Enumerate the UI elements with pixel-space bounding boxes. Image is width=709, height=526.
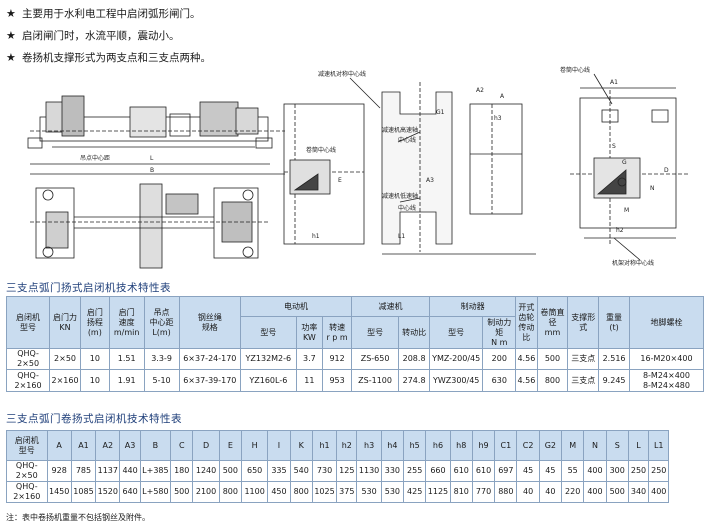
label-N: N [650,185,655,192]
th-rope: 钢丝绳 规格 [178,296,242,349]
th-brake: 制动器 [428,296,517,317]
th-reducer-ratio: 转动比 [398,316,430,349]
label-lift-center: 吊点中心距 [80,154,110,162]
th-support: 支撑形 式 [567,296,600,349]
label-L: L [150,155,154,162]
label-B: B [150,167,154,174]
label-G: G [622,159,627,166]
th-reducer-model: 型号 [350,316,400,349]
th-brake-torque: 制动力 矩 N m [482,316,517,349]
th-center: 吊点 中心距 L(m) [143,296,180,349]
th-reducer: 减速机 [350,296,430,317]
label-E: E [338,177,342,184]
label-A3: A3 [426,177,434,184]
th-motor: 电动机 [240,296,352,317]
th-bolt: 地脚螺栓 [628,296,705,349]
label-h2: h2 [616,227,624,234]
label-A1: A1 [610,79,618,86]
th-force: 启门力 KN [49,296,81,349]
label-reducer-sym: 减速机对称中心线 [318,70,366,78]
th-motor-model: 型号 [240,316,297,349]
table-row: QHQ-2×160 2×160 10 1.91 5-10 6×37-39-170… [5,369,705,392]
label-S: S [612,143,616,150]
technical-drawings: 吊点中心距 L B 减速机对称中心线 减速机高速轴 中心线 卷筒中心线 减速机低… [27,66,690,269]
label-drum-center-left: 卷筒中心线 [306,146,336,154]
th-speed: 启门 速度 m/min [108,296,145,349]
label-frame-sym: 机架对称中心线 [612,259,654,267]
table1-title: 三支点弧门扬式启闭机技术特性表 [6,282,171,294]
label-D: D [664,167,669,174]
label-center-line-2: 中心线 [398,204,416,212]
th-gear-ratio: 开式 齿轮 传动 比 [515,296,538,349]
table2-title: 三支点弧门卷扬式启闭机技术特性表 [6,413,182,425]
th-model: 启闭机 型号 [5,296,51,349]
footnote: 注：表中卷扬机重量不包括钢丝及附件。 [6,513,150,522]
th-motor-rpm: 转速 r p m [322,316,352,349]
label-h3: h3 [494,115,502,122]
label-L1: L1 [398,233,405,240]
label-center-line-1: 中心线 [398,136,416,144]
bullet-list: ★主要用于水利电工程中启闭弧形闸门。 ★启闭闸门时，水流平顺，震动小。 ★卷扬机… [6,3,211,69]
bullet-item: ★主要用于水利电工程中启闭弧形闸门。 [6,7,201,20]
table-row: QHQ-2×50 2×50 10 1.51 3.3-9 6×37-24-170 … [5,348,705,370]
label-A2: A2 [476,87,484,94]
label-G1: G1 [436,109,445,116]
label-h1: h1 [312,233,320,240]
th-brake-model: 型号 [428,316,484,349]
label-drum-center-right: 卷筒中心线 [560,66,590,74]
bullet-item: ★启闭闸门时，水流平顺，震动小。 [6,29,180,42]
label-reducer-high: 减速机高速轴 [382,126,418,134]
th-drum: 卷筒直径 mm [536,296,569,349]
spec-table-1: 启闭机 型号 启门力 KN 启门 扬程 (m) 启门 速度 m/min 吊点 中… [5,296,705,392]
th2-model: 启闭机 型号 [6,430,48,461]
label-A: A [500,93,505,100]
table-row: QHQ-2×160 1450 1085 1520 640 L+580 500 2… [6,481,704,503]
th-motor-power: 功率 KW [295,316,324,349]
label-M: M [624,207,629,214]
th-lift: 启门 扬程 (m) [79,296,110,349]
label-reducer-low: 减速机低速轴 [382,192,418,200]
bullet-item: ★卷扬机支撑形式为两支点和三支点两种。 [6,51,211,64]
table-row: QHQ-2×50 928 785 1137 440 L+385 180 1240… [6,460,704,482]
th-weight: 重量 (t) [598,296,630,349]
spec-table-2: 启闭机 型号 A A1 A2 A3 B C D E H I K h1 h2 h3… [6,430,704,503]
